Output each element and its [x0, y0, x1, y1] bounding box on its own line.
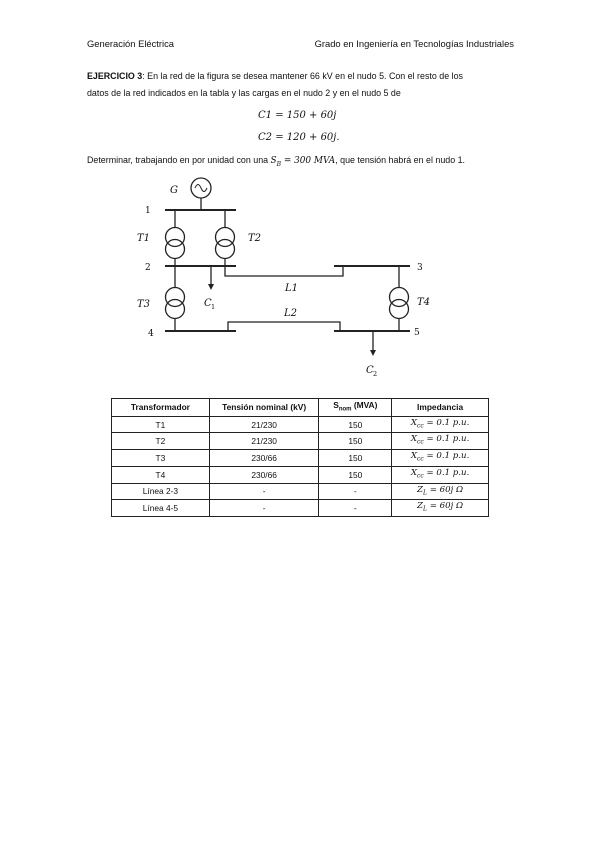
cell-voltage: 21/230 [208, 415, 320, 434]
intro-line-1: : En la red de la figura se desea manten… [142, 71, 463, 81]
cell-imp-value: = 60j Ω [429, 484, 464, 495]
cell-impedance: ZL = 60j Ω [391, 499, 489, 517]
parameters-table: Transformador Tensión nominal (kV) Snom … [111, 398, 489, 517]
cell-element: Línea 2-3 [111, 482, 210, 501]
l1-label: L1 [284, 283, 298, 294]
question-var: S [270, 156, 277, 166]
header-snom-var: S [333, 400, 339, 410]
cell-imp-sub: L [423, 505, 428, 513]
table-row: Línea 2-3 - - ZL = 60j Ω [111, 482, 489, 501]
question-post: , que tensión habrá en el nudo 1. [335, 155, 465, 165]
exercise-label: EJERCICIO 3 [87, 71, 143, 81]
header-snom-sub: nom [338, 406, 352, 413]
l2-label: L2 [283, 308, 297, 319]
load-c1-arrow-icon [208, 284, 214, 290]
table-row: T4 230/66 150 Xcc = 0.1 p.u. [111, 465, 489, 484]
cell-power: - [318, 499, 393, 517]
transformer-t4-icon [388, 286, 410, 308]
node-3-label: 3 [417, 263, 423, 273]
table-row: T3 230/66 150 Xcc = 0.1 p.u. [111, 449, 489, 467]
header-transformador: Transformador [111, 398, 210, 417]
transformer-t1-icon [164, 226, 186, 248]
cell-power: 150 [318, 465, 393, 484]
single-line-diagram: G T1 T2 T3 T4 L1 L2 C 1 C 2 1 2 3 4 5 [137, 177, 430, 378]
question-eq: = 300 MVA [281, 156, 336, 166]
cell-imp-var: X [410, 417, 417, 428]
intro-line-2: datos de la red indicados en la tabla y … [87, 88, 401, 98]
exercise-statement: EJERCICIO 3: En la red de la figura se d… [87, 68, 517, 102]
header-impedancia: Impedancia [391, 398, 489, 417]
transformer-t2-icon [214, 226, 236, 248]
cell-imp-var: X [410, 434, 417, 445]
cell-element: T4 [111, 465, 210, 484]
sine-wave-icon [194, 184, 208, 192]
c1-label: C [204, 298, 212, 309]
cell-voltage: - [208, 499, 320, 517]
equation-c1: C1 = 150 + 60j [258, 110, 337, 121]
cell-imp-value: = 60j Ω [429, 501, 464, 512]
table-row: T2 21/230 150 Xcc = 0.1 p.u. [111, 432, 489, 451]
line-l1 [224, 266, 344, 277]
node-5-label: 5 [414, 328, 420, 338]
cell-voltage: 230/66 [208, 449, 320, 467]
question-pre: Determinar, trabajando en por unidad con… [87, 155, 271, 165]
cell-imp-value: = 0.1 p.u. [426, 417, 470, 428]
node-1-label: 1 [145, 206, 151, 216]
cell-impedance: Xcc = 0.1 p.u. [391, 415, 489, 434]
cell-imp-var: Z [417, 484, 424, 495]
cell-voltage: - [208, 482, 320, 501]
cell-imp-sub: L [423, 489, 428, 497]
cell-imp-var: X [410, 451, 417, 462]
t2-label: T2 [248, 233, 261, 244]
node-4-label: 4 [148, 329, 154, 339]
t1-label: T1 [137, 233, 150, 244]
cell-imp-var: Z [417, 501, 424, 512]
question: Determinar, trabajando en por unidad con… [87, 155, 465, 168]
generator-label: G [170, 185, 178, 196]
cell-imp-var: X [410, 467, 417, 478]
cell-imp-sub: cc [417, 455, 424, 463]
cell-imp-sub: cc [417, 422, 424, 430]
cell-imp-value: = 0.1 p.u. [426, 467, 470, 478]
cell-element: T1 [111, 415, 210, 434]
cell-impedance: Xcc = 0.1 p.u. [391, 432, 489, 451]
cell-imp-value: = 0.1 p.u. [426, 451, 470, 462]
header-left: Generación Eléctrica [87, 38, 175, 49]
cell-power: 150 [318, 449, 393, 467]
cell-voltage: 230/66 [208, 465, 320, 484]
transformer-t3-icon [164, 286, 186, 308]
c1-subscript: 1 [211, 303, 215, 311]
equation-c2: C2 = 120 + 60j. [258, 132, 340, 143]
cell-element: Línea 4-5 [111, 499, 210, 517]
cell-power: - [318, 482, 393, 501]
cell-power: 150 [318, 432, 393, 451]
c2-label: C [366, 365, 374, 376]
header-snom-unit: (MVA) [353, 400, 378, 410]
question-sub: B [276, 160, 282, 168]
c2-subscript: 2 [373, 370, 377, 378]
cell-impedance: Xcc = 0.1 p.u. [391, 465, 489, 484]
cell-imp-sub: cc [417, 439, 424, 447]
t3-label: T3 [137, 299, 150, 310]
cell-voltage: 21/230 [208, 432, 320, 451]
cell-power: 150 [318, 415, 393, 434]
header-tension: Tensión nominal (kV) [208, 398, 320, 417]
line-l2 [227, 321, 341, 331]
cell-element: T2 [111, 432, 210, 451]
cell-imp-value: = 0.1 p.u. [426, 434, 470, 445]
t4-label: T4 [417, 297, 430, 308]
cell-imp-sub: cc [417, 472, 424, 480]
header-snom: Snom (MVA) [318, 398, 393, 417]
load-c2-arrow-icon [370, 350, 376, 356]
table-row: Línea 4-5 - - ZL = 60j Ω [111, 499, 489, 517]
cell-impedance: Xcc = 0.1 p.u. [391, 449, 489, 467]
header-right: Grado en Ingeniería en Tecnologías Indus… [314, 38, 514, 49]
node-2-label: 2 [145, 263, 151, 273]
table-header-row: Transformador Tensión nominal (kV) Snom … [111, 398, 489, 417]
cell-element: T3 [111, 449, 210, 467]
cell-impedance: ZL = 60j Ω [391, 482, 489, 501]
table-row: T1 21/230 150 Xcc = 0.1 p.u. [111, 415, 489, 434]
